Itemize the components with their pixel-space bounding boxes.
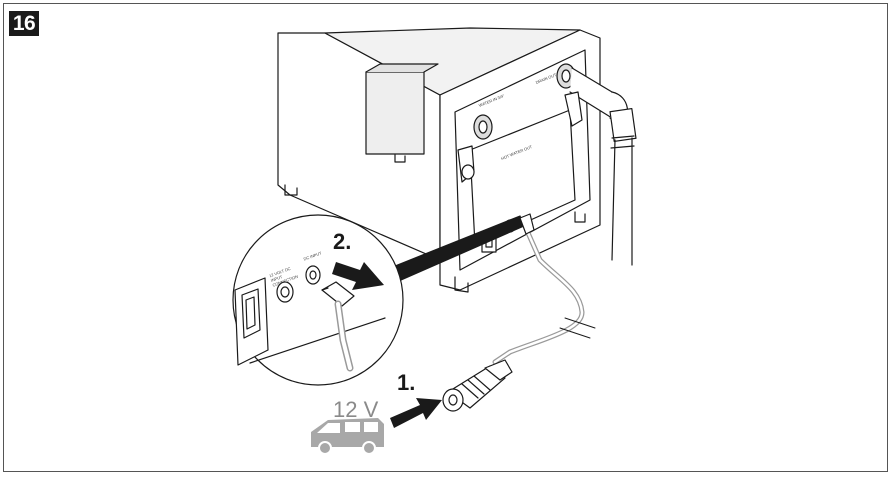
arrow-right-icon <box>390 398 442 428</box>
drain-fitting <box>457 91 583 183</box>
magnifier-circle <box>232 214 404 386</box>
water-inlet-hose <box>556 63 637 266</box>
step-1-label: 1. <box>397 370 416 395</box>
plug-zoomed <box>321 281 355 372</box>
van-icon <box>311 418 384 455</box>
step-number-badge: 16 <box>9 11 39 36</box>
step-2-label: 2. <box>333 229 352 254</box>
arrow-right-icon <box>332 262 384 290</box>
appliance-back-panel <box>439 29 601 293</box>
power-cable <box>492 213 596 365</box>
appliance-body <box>277 27 581 261</box>
car-plug <box>442 359 513 412</box>
voltage-label: 12 V <box>333 397 379 422</box>
